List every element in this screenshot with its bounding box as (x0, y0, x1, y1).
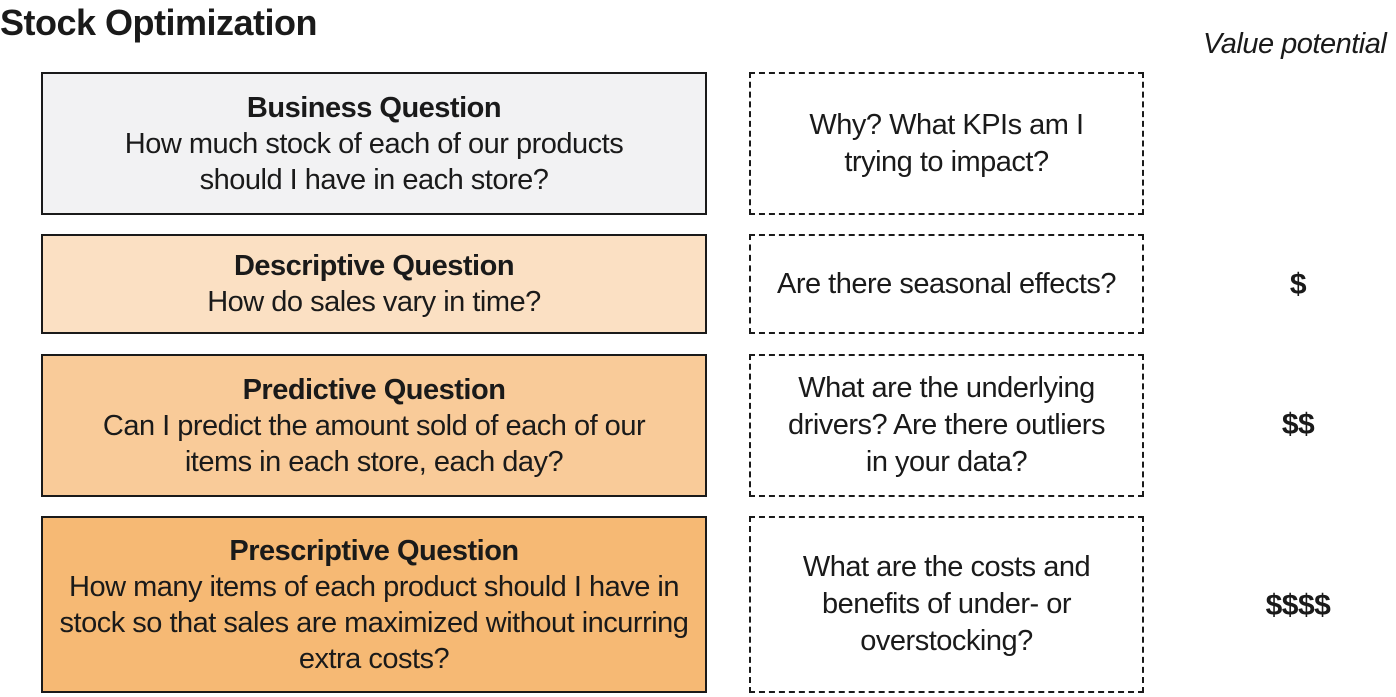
descriptive-value: $ (1289, 268, 1307, 301)
prescriptive-question-box: Prescriptive Question How many items of … (41, 516, 707, 693)
descriptive-question-text: How do sales vary in time? (207, 286, 541, 318)
descriptive-prompt-box: Are there seasonal effects? (749, 234, 1144, 334)
business-question-title: Business Question (246, 91, 502, 124)
descriptive-prompt-text: Are there seasonal effects? (776, 267, 1117, 300)
prescriptive-prompt-box: What are the costs and benefits of under… (749, 516, 1144, 693)
descriptive-question-title: Descriptive Question (233, 250, 515, 282)
descriptive-question-box: Descriptive Question How do sales vary i… (41, 234, 707, 334)
business-prompt-text: Why? What KPIs am I trying to impact? (809, 108, 1084, 178)
prescriptive-question-title: Prescriptive Question (229, 534, 519, 567)
business-question-text: How much stock of each of our products s… (124, 127, 624, 196)
predictive-question-text: Can I predict the amount sold of each of… (102, 409, 646, 478)
predictive-prompt-box: What are the underlying drivers? Are the… (749, 354, 1144, 497)
prescriptive-prompt-text: What are the costs and benefits of under… (802, 551, 1091, 657)
business-prompt-box: Why? What KPIs am I trying to impact? (749, 72, 1144, 215)
prescriptive-value: $$$$ (1265, 589, 1331, 622)
business-question-box: Business Question How much stock of each… (41, 72, 707, 215)
value-potential-header: Value potential (1203, 28, 1387, 60)
predictive-prompt-text: What are the underlying drivers? Are the… (788, 372, 1105, 478)
diagram-title: Stock Optimization (0, 2, 318, 43)
prescriptive-question-text: How many items of each product should I … (59, 570, 689, 675)
predictive-question-title: Predictive Question (242, 373, 506, 406)
predictive-question-box: Predictive Question Can I predict the am… (41, 354, 707, 497)
predictive-value: $$ (1281, 408, 1315, 441)
